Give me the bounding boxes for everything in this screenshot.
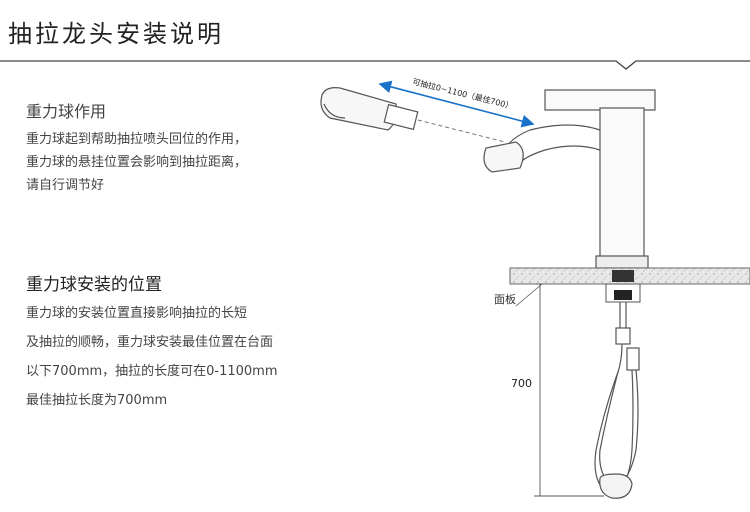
panel-leader — [515, 283, 543, 307]
gravity-ball — [599, 473, 633, 499]
section1-heading: 重力球作用 — [26, 102, 107, 121]
section2-line: 最佳抽拉长度为700mm — [26, 393, 168, 408]
section1-text: 重力球起到帮助抽拉喷头回位的作用， 重力球的悬挂位置会影响到抽拉距离， 请自行调… — [26, 128, 247, 197]
panel-label: 面板 — [494, 292, 516, 306]
section2-heading: 重力球安装的位置 — [26, 275, 162, 295]
faucet-body — [483, 89, 656, 269]
section2-line: 重力球的安装位置直接影响抽拉的长短 — [26, 306, 248, 321]
section1-line: 请自行调节好 — [26, 178, 105, 193]
dimension-label: 700 — [511, 377, 532, 390]
page-title: 抽拉龙头安装说明 — [8, 20, 224, 48]
section2-text: 重力球的安装位置直接影响抽拉的长短 及抽拉的顺畅，重力球安装最佳位置在台面 以下… — [26, 299, 278, 415]
section1-line: 重力球起到帮助抽拉喷头回位的作用， — [26, 132, 248, 147]
spray-head-extended — [320, 87, 419, 131]
section1-line: 重力球的悬挂位置会影响到抽拉距离， — [26, 155, 248, 170]
section2-line: 以下700mm，抽拉的长度可在0-1100mm — [26, 364, 278, 379]
extension-dashed-line — [417, 119, 506, 143]
dimension-line — [534, 283, 604, 497]
countertop — [509, 267, 750, 303]
title-divider — [0, 60, 750, 70]
section2-line: 及抽拉的顺畅，重力球安装最佳位置在台面 — [26, 335, 274, 350]
hose — [594, 302, 640, 491]
pull-range-arrow — [378, 80, 535, 128]
